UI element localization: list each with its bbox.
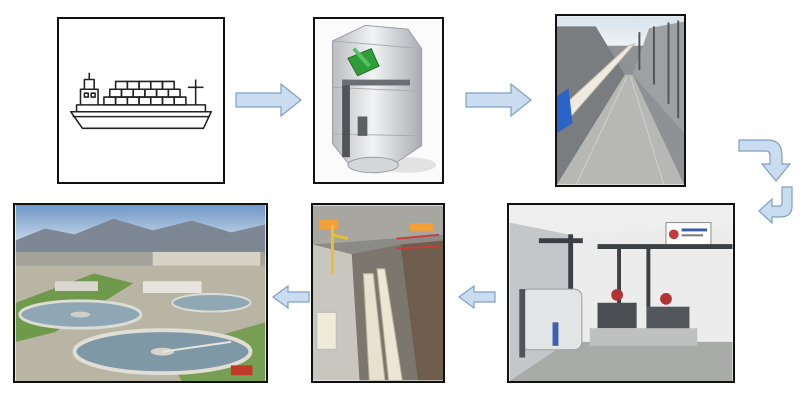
flow-arrow-curve-down — [738, 138, 796, 182]
pipeline-trench-icon — [557, 16, 684, 185]
flow-arrow-curve-left — [758, 186, 798, 224]
treatment-plant-icon — [15, 205, 266, 381]
flow-arrow-left-1 — [458, 285, 496, 309]
flow-arrow-right-2 — [465, 83, 532, 117]
step-2-pump-station-panel — [313, 17, 444, 184]
pumping-room-icon — [509, 205, 733, 381]
pump-station-tank-icon — [315, 19, 442, 182]
step-6-treatment-plant-panel — [13, 203, 268, 383]
flow-arrow-right-1 — [235, 83, 302, 117]
step-3-pipeline-panel — [555, 14, 686, 187]
flow-arrow-left-2 — [272, 285, 310, 309]
cargo-ship-icon — [69, 72, 213, 130]
step-1-ship-panel — [57, 17, 225, 184]
pipe-excavation-icon — [313, 205, 443, 381]
step-4-pumping-room-panel — [507, 203, 735, 383]
step-5-excavation-panel — [311, 203, 445, 383]
